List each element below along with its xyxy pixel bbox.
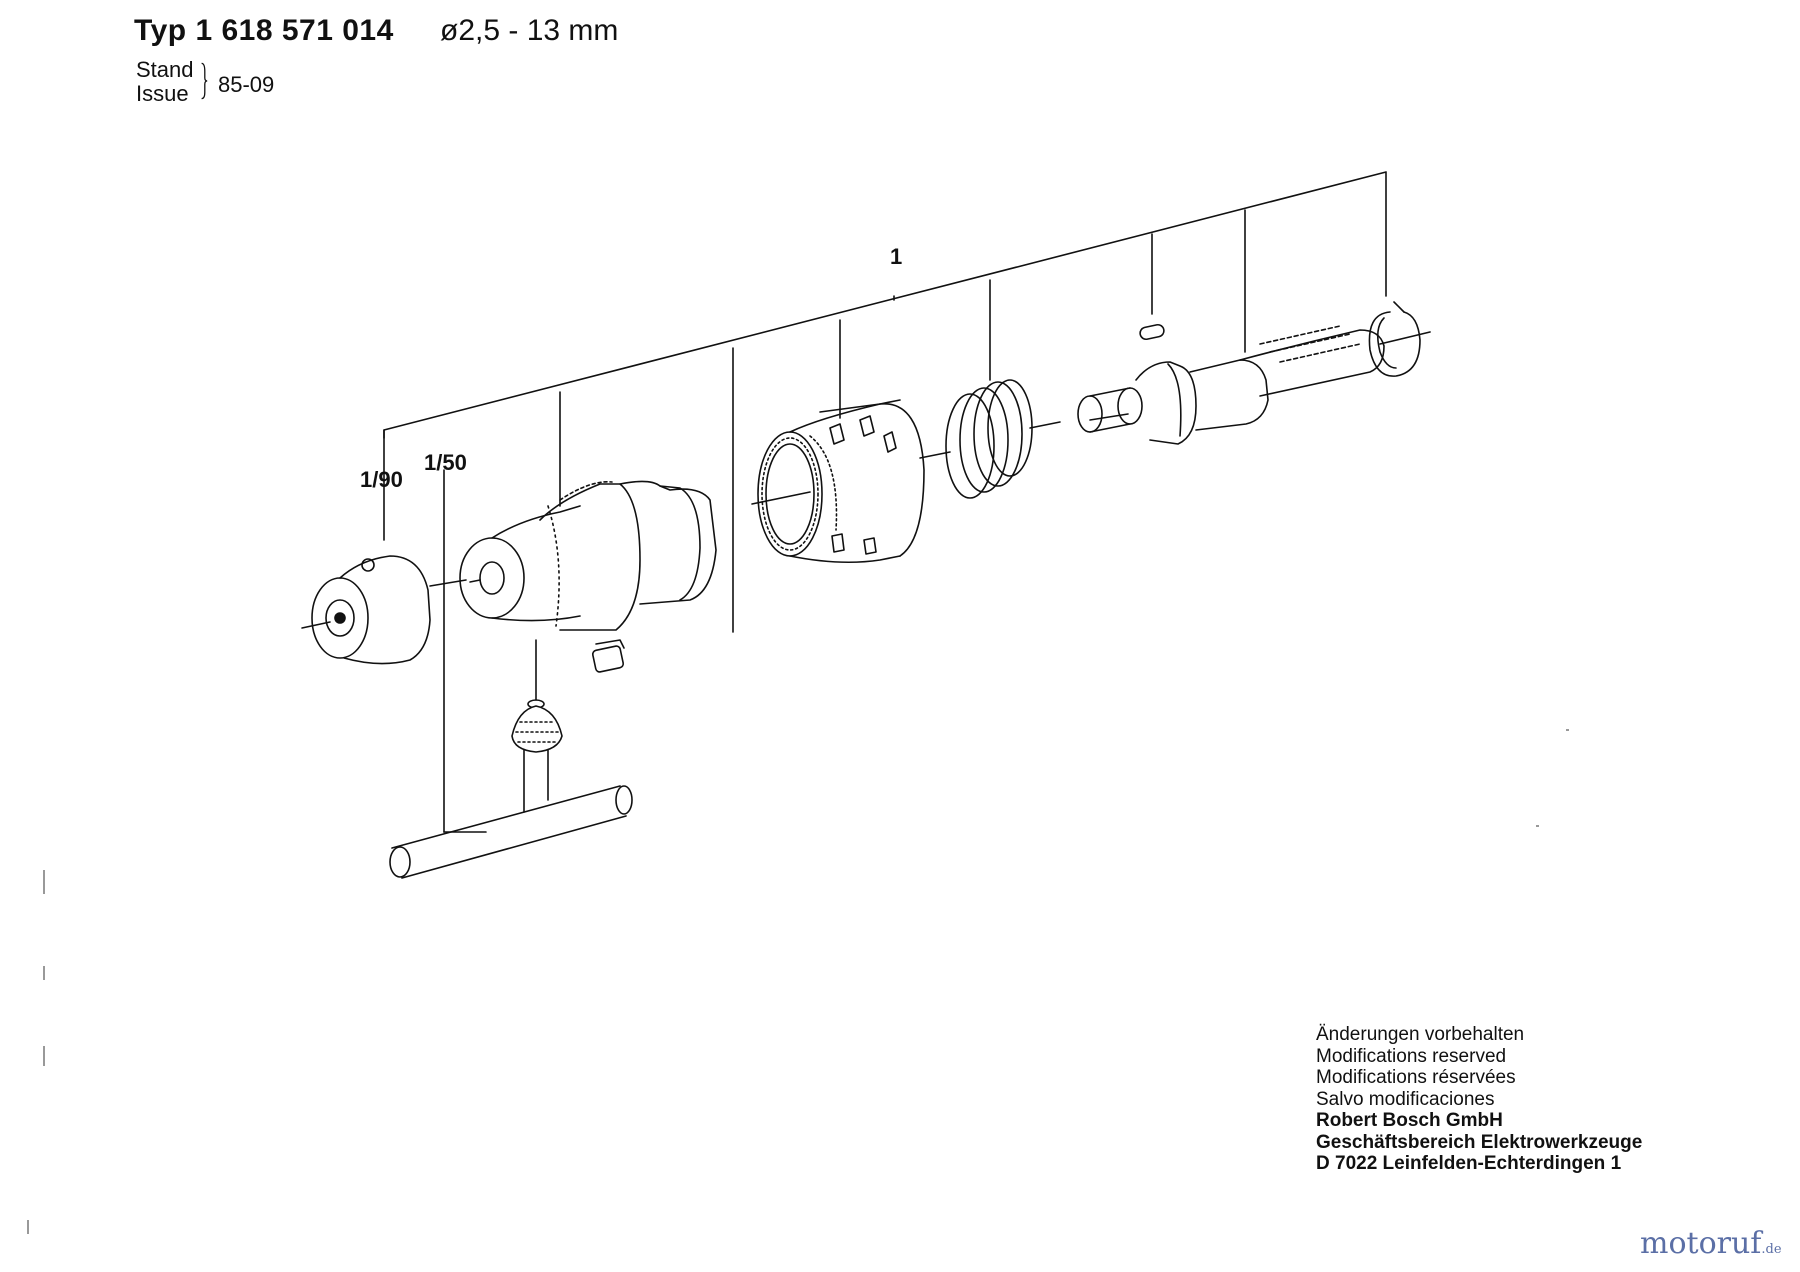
company-name: Robert Bosch GmbH — [1316, 1110, 1503, 1131]
type-number: 1 618 571 014 — [195, 14, 394, 47]
company-division: Geschäftsbereich Elektrowerkzeuge — [1316, 1131, 1643, 1153]
toothed-sleeve — [752, 400, 924, 562]
note-line-fr: Modifications réservées — [1316, 1067, 1516, 1088]
chuck-body — [430, 481, 716, 630]
note-line-es: Salvo modificaciones — [1316, 1088, 1495, 1110]
diameter-range: ø2,5 - 13 mm — [440, 14, 619, 47]
type-label: Typ — [134, 14, 187, 47]
watermark-logo: motoruf.de — [1640, 1226, 1782, 1261]
chuck-screw — [592, 640, 624, 673]
spring — [920, 380, 1060, 498]
note-line-de: Änderungen vorbehalten — [1316, 1024, 1525, 1045]
brace-icon — [201, 62, 208, 100]
stand-label: Stand — [136, 57, 194, 82]
scan-marks — [28, 730, 1569, 1234]
chuck-sleeve — [302, 556, 430, 664]
type-heading: Typ 1 618 571 014 — [134, 14, 394, 48]
issue-date: 85-09 — [218, 72, 275, 97]
spindle — [1078, 326, 1430, 444]
note-line-en: Modifications reserved — [1316, 1045, 1507, 1067]
watermark-name: motoruf — [1640, 1226, 1762, 1261]
assembly-leader-lines — [384, 172, 1386, 832]
notes-block: Änderungen vorbehalten Modifications res… — [1316, 1024, 1642, 1175]
callout-chuck-key: 1/90 — [360, 467, 403, 492]
pin — [1139, 324, 1165, 341]
company-address: D 7022 Leinfelden-Echterdingen 1 — [1316, 1153, 1622, 1174]
callout-assembly: 1 — [890, 244, 903, 269]
callout-chuck: 1/50 — [424, 450, 467, 475]
stand-issue-labels: Stand Issue — [136, 58, 194, 106]
chuck-key — [390, 640, 632, 878]
issue-label: Issue — [136, 81, 189, 106]
watermark-tld: .de — [1761, 1242, 1782, 1257]
circlip — [1369, 302, 1420, 376]
